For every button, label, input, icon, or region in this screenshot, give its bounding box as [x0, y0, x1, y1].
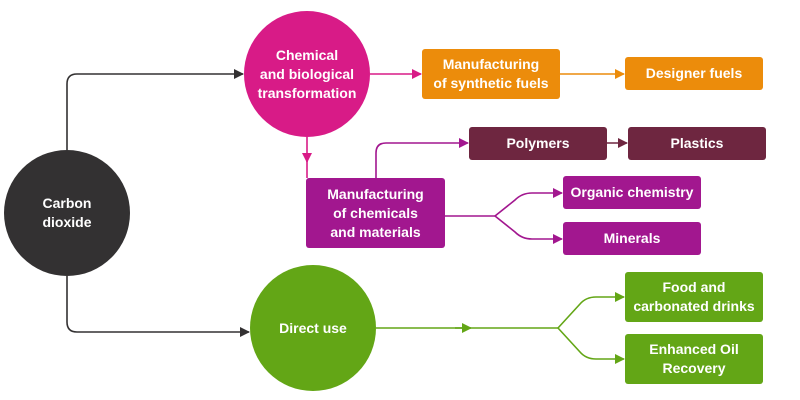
node-enhanced-oil-recovery: Enhanced Oil Recovery [625, 334, 763, 384]
node-plastics: Plastics [628, 127, 766, 160]
node-carbon-dioxide: Carbon dioxide [4, 150, 130, 276]
node-plastics-label: Plastics [670, 135, 724, 151]
edge-chemicals-to-polymers [375, 138, 469, 178]
node-direct-use: Direct use [250, 265, 376, 391]
edge-chemicals-to-minerals [494, 215, 563, 244]
node-food-drinks-label: Food and carbonated drinks [633, 279, 755, 314]
edge-direct-use-to-food [557, 292, 625, 329]
node-minerals: Minerals [563, 222, 701, 255]
edge-chemicals-to-organic-chemistry [494, 188, 563, 217]
node-polymers-label: Polymers [506, 135, 570, 151]
node-transformation-label: Chemical and biological transformation [257, 46, 357, 101]
node-carbon-dioxide-label: Carbon dioxide [42, 195, 92, 230]
node-synthetic-fuels-label: Manufacturing of synthetic fuels [433, 56, 549, 91]
node-chemical-biological-transformation: Chemical and biological transformation [244, 11, 370, 137]
edge-co2-to-direct-use [66, 276, 250, 337]
node-organic-chemistry-label: Organic chemistry [570, 184, 694, 200]
edge-co2-to-transformation [66, 69, 244, 150]
node-designer-fuels: Designer fuels [625, 57, 763, 90]
node-food-carbonated-drinks: Food and carbonated drinks [625, 272, 763, 322]
node-polymers: Polymers [469, 127, 607, 160]
node-minerals-label: Minerals [603, 230, 661, 246]
edge-direct-use-to-eor [557, 327, 625, 364]
node-chemicals-materials-label: Manufacturing of chemicals and materials [327, 185, 424, 240]
node-direct-use-label: Direct use [279, 319, 347, 336]
node-chemicals-materials: Manufacturing of chemicals and materials [306, 178, 445, 248]
node-eor-label: Enhanced Oil Recovery [649, 341, 739, 376]
node-designer-fuels-label: Designer fuels [645, 65, 743, 81]
node-synthetic-fuels: Manufacturing of synthetic fuels [422, 49, 560, 99]
node-organic-chemistry: Organic chemistry [563, 176, 701, 209]
